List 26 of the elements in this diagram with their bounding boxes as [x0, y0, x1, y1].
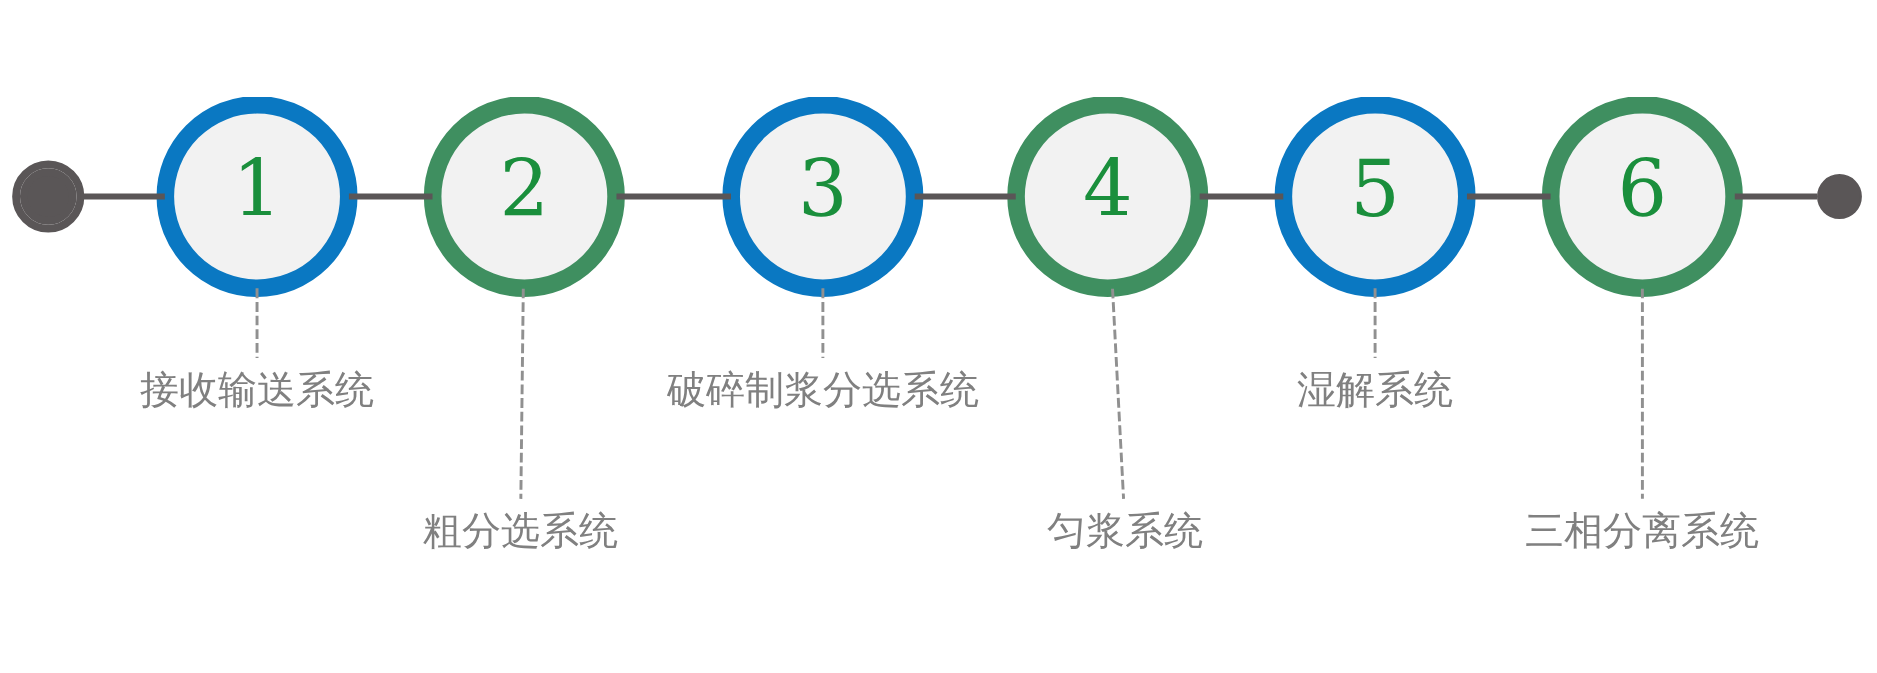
connector — [255, 287, 259, 358]
node-circle: 4 — [1007, 96, 1209, 297]
node-circle — [12, 159, 85, 233]
node-text: 湿解系统 — [1297, 367, 1454, 411]
connector — [914, 193, 1016, 199]
connector — [519, 288, 525, 499]
node-text: 破碎制浆分选系统 — [666, 367, 979, 411]
node-circle: 6 — [1541, 96, 1743, 297]
node-text: 粗分选系统 — [422, 508, 618, 552]
node-circle: 1 — [156, 96, 358, 297]
connector — [1734, 193, 1818, 199]
node-circle — [1817, 173, 1862, 219]
node-text: 匀浆系统 — [1047, 508, 1204, 552]
connector — [1199, 193, 1284, 199]
connector — [1111, 288, 1126, 499]
node-circle: 5 — [1274, 96, 1476, 297]
connector — [1466, 193, 1551, 199]
node-text: 接收输送系统 — [140, 367, 375, 411]
node-text: 三相分离系统 — [1525, 508, 1760, 552]
connector — [821, 287, 825, 358]
connector — [348, 193, 433, 199]
node-circle: 2 — [423, 96, 625, 297]
connector — [1373, 287, 1377, 358]
connector — [1640, 288, 1644, 499]
node-circle: 3 — [722, 96, 924, 297]
connector — [616, 193, 731, 199]
